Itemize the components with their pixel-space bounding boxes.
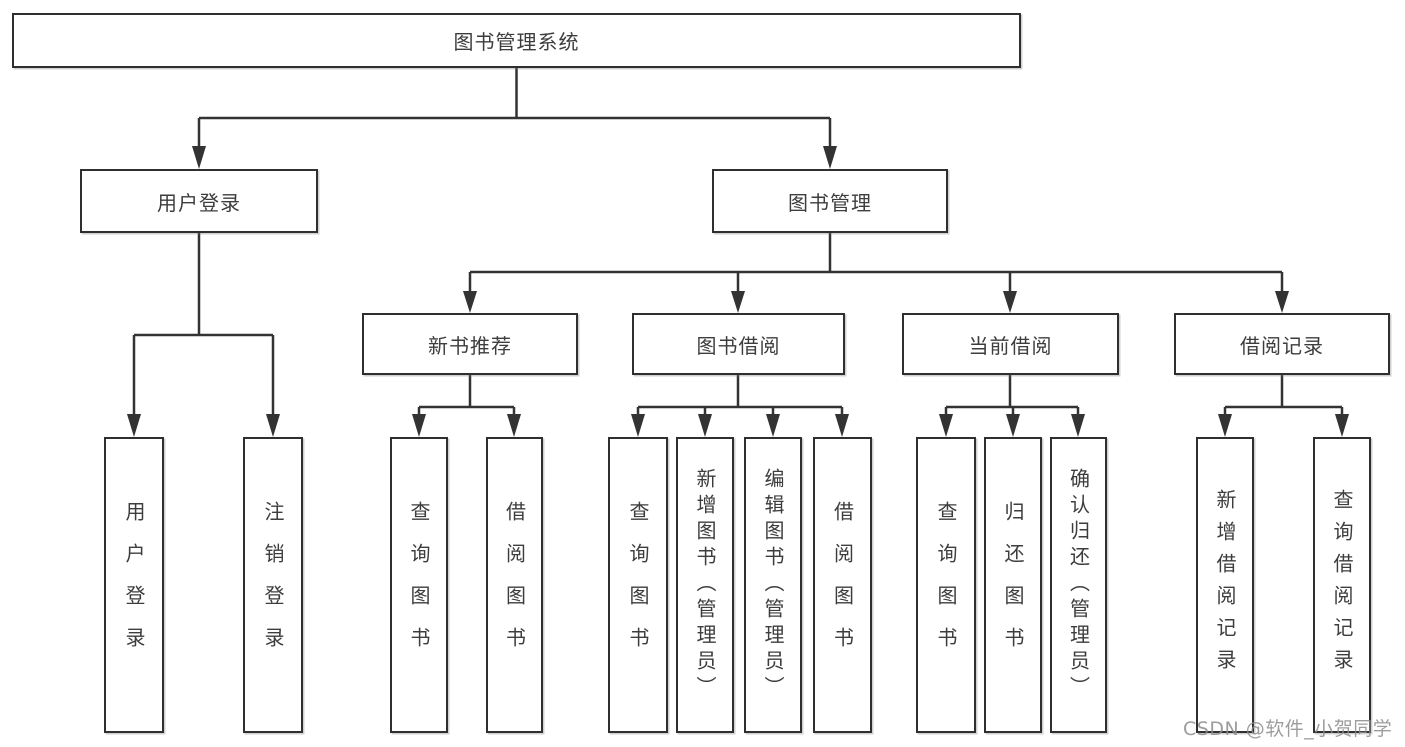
leaf-query-books-borrowing: 查询图书 xyxy=(608,437,668,733)
leaf-query-books-current-label: 查询图书 xyxy=(934,501,958,669)
leaf-add-borrow-record-label: 新增借阅记录 xyxy=(1213,489,1237,681)
leaf-user-login: 用户登录 xyxy=(104,437,164,733)
leaf-add-books-admin: 新增图书（管理员） xyxy=(676,437,734,733)
leaf-logout: 注销登录 xyxy=(243,437,303,733)
leaf-query-borrow-record-label: 查询借阅记录 xyxy=(1330,489,1354,681)
node-root-label: 图书管理系统 xyxy=(453,30,580,54)
leaf-user-login-label: 用户登录 xyxy=(122,501,146,669)
leaf-add-books-admin-label: 新增图书（管理员） xyxy=(693,468,717,702)
node-book-management: 图书管理 xyxy=(712,169,948,233)
node-user-login-label: 用户登录 xyxy=(157,190,241,215)
leaf-confirm-return-admin: 确认归还（管理员） xyxy=(1050,437,1107,733)
leaf-borrow-books: 借阅图书 xyxy=(813,437,872,733)
leaf-borrow-books-recommend: 借阅图书 xyxy=(486,437,543,733)
leaf-borrow-books-label: 借阅图书 xyxy=(830,501,855,669)
node-new-book-recommend: 新书推荐 xyxy=(362,313,578,375)
node-root: 图书管理系统 xyxy=(12,13,1021,68)
leaf-query-books-current: 查询图书 xyxy=(916,437,976,733)
leaf-query-borrow-record: 查询借阅记录 xyxy=(1313,437,1371,733)
node-current-borrowing: 当前借阅 xyxy=(902,313,1119,375)
leaf-borrow-books-recommend-label: 借阅图书 xyxy=(502,501,527,669)
leaf-query-books-recommend: 查询图书 xyxy=(390,437,448,733)
node-borrowing-records: 借阅记录 xyxy=(1174,313,1390,375)
arrowheads xyxy=(127,146,1349,437)
leaf-return-books-label: 归还图书 xyxy=(1001,501,1025,669)
leaf-query-books-recommend-label: 查询图书 xyxy=(407,501,431,669)
watermark: CSDN @软件_小贺同学 xyxy=(1183,718,1393,740)
leaf-confirm-return-admin-label: 确认归还（管理员） xyxy=(1066,468,1091,702)
node-book-management-label: 图书管理 xyxy=(788,190,872,215)
leaf-edit-books-admin: 编辑图书（管理员） xyxy=(744,437,802,733)
leaf-logout-label: 注销登录 xyxy=(261,501,285,669)
node-current-borrowing-label: 当前借阅 xyxy=(968,333,1053,358)
leaf-return-books: 归还图书 xyxy=(984,437,1042,733)
node-borrowing-records-label: 借阅记录 xyxy=(1240,333,1324,358)
leaf-add-borrow-record: 新增借阅记录 xyxy=(1196,437,1254,733)
node-user-login: 用户登录 xyxy=(80,169,318,233)
node-book-borrowing: 图书借阅 xyxy=(632,313,845,375)
leaf-query-books-borrowing-label: 查询图书 xyxy=(626,501,650,669)
node-new-book-recommend-label: 新书推荐 xyxy=(428,333,512,358)
node-book-borrowing-label: 图书借阅 xyxy=(696,333,781,358)
leaf-edit-books-admin-label: 编辑图书（管理员） xyxy=(761,468,785,702)
